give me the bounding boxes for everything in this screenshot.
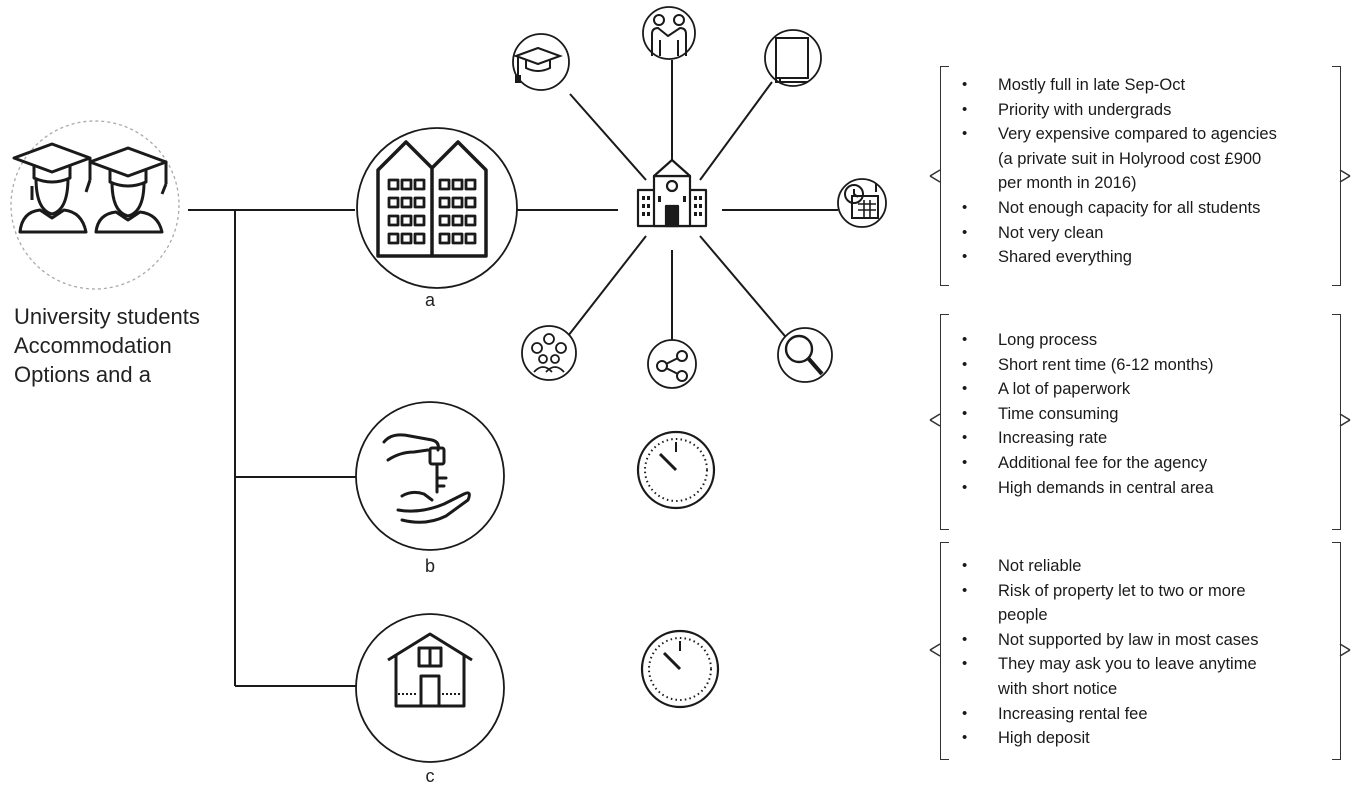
option-b-points: Long process Short rent time (6-12 month… [962, 328, 1332, 500]
option-b-label: b [424, 556, 435, 576]
list-item: High demands in central area [962, 476, 1332, 501]
list-item: Not enough capacity for all students [962, 196, 1332, 221]
list-item-continuation: (a private suit in Holyrood cost £900 [998, 149, 1262, 168]
list-item: Risk of property let to two or more [962, 579, 1332, 604]
list-item: Increasing rental fee [962, 702, 1332, 727]
students-icon [10, 120, 180, 290]
list-item: Time consuming [962, 402, 1332, 427]
hand-key-icon [382, 433, 471, 524]
brace-tips [929, 169, 1351, 657]
caption-line: Accommodation [14, 333, 172, 358]
list-item: A lot of paperwork [962, 377, 1332, 402]
book-icon [764, 29, 822, 87]
apartment-building-icon [376, 140, 488, 258]
list-item: Long process [962, 328, 1332, 353]
clock-icon-c [640, 629, 720, 709]
list-item: Shared everything [962, 245, 1332, 270]
list-item-continuation: people [998, 606, 1048, 625]
option-b-circle [355, 401, 505, 551]
university-icon [636, 158, 708, 228]
list-item: They may ask you to leave anytime [962, 652, 1332, 677]
caption-line: University students [14, 304, 200, 329]
brace-right-a [1332, 66, 1341, 286]
graduation-cap-icon [512, 33, 570, 91]
list-item-continuation: per month in 2016) [998, 174, 1137, 193]
option-c-circle [355, 613, 505, 763]
brace-left-b [940, 314, 949, 530]
list-item: Not very clean [962, 221, 1332, 246]
list-item: Priority with undergrads [962, 98, 1332, 123]
hub-spokes [567, 60, 838, 343]
list-item: Not supported by law in most cases [962, 628, 1332, 653]
brace-right-b [1332, 314, 1341, 530]
community-icon [521, 325, 577, 381]
list-item: Additional fee for the agency [962, 451, 1332, 476]
list-item: Very expensive compared to agencies [962, 122, 1332, 147]
brace-left-c [940, 542, 949, 760]
option-a-label: a [424, 290, 435, 310]
brace-left-a [940, 66, 949, 286]
option-c-points: Not reliable Risk of property let to two… [962, 554, 1332, 751]
list-item: Increasing rate [962, 426, 1332, 451]
option-a-circle [356, 127, 518, 289]
tree-connectors [188, 209, 618, 687]
list-item-continuation: with short notice [998, 679, 1118, 698]
share-icon [647, 339, 697, 389]
handshake-icon [642, 6, 696, 60]
clock-icon-b [636, 430, 716, 510]
option-c-label: c [425, 766, 435, 786]
option-a-points: Mostly full in late Sep-Oct Priority wit… [962, 73, 1332, 270]
students-caption: University students Accommodation Option… [14, 302, 254, 389]
caption-line: Options and a [14, 362, 151, 387]
list-item: Short rent time (6-12 months) [962, 353, 1332, 378]
list-item: Not reliable [962, 554, 1332, 579]
magnifier-icon [777, 327, 833, 383]
calendar-clock-icon [837, 178, 887, 228]
list-item: High deposit [962, 726, 1332, 751]
house-icon [387, 632, 473, 708]
brace-right-c [1332, 542, 1341, 760]
list-item: Mostly full in late Sep-Oct [962, 73, 1332, 98]
